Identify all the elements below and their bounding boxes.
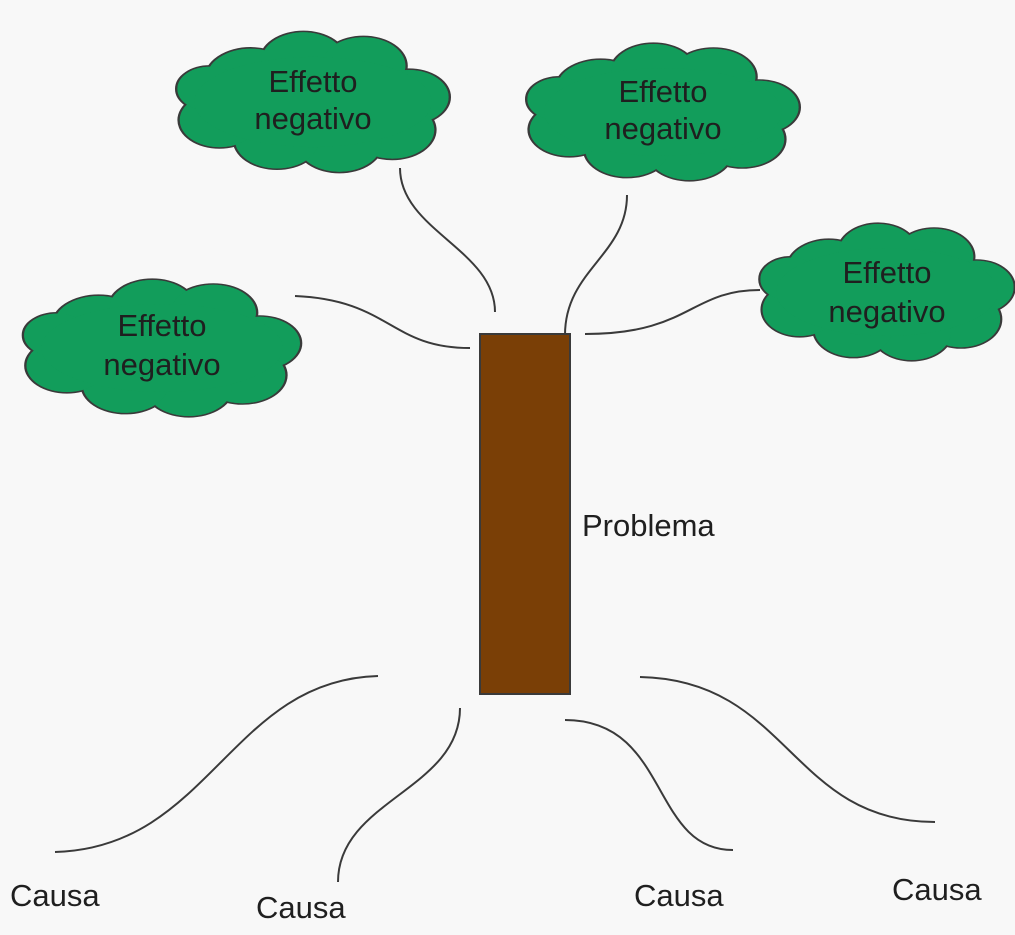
effect-branch-line bbox=[399, 167, 496, 313]
effect-branch-line bbox=[294, 295, 471, 349]
problem-label: Problema bbox=[582, 508, 715, 543]
cause-root-line bbox=[337, 707, 461, 883]
cause-label: Causa bbox=[10, 878, 100, 913]
cause-label: Causa bbox=[634, 878, 724, 913]
effect-cloud: Effetto negativo bbox=[21, 277, 303, 419]
cause-root-line bbox=[54, 675, 379, 853]
effect-cloud: Effetto negativo bbox=[174, 30, 451, 174]
effect-cloud: Effetto negativo bbox=[758, 222, 1015, 362]
effect-branches bbox=[294, 167, 761, 349]
effect-label-line1: Effetto bbox=[618, 74, 707, 109]
cause-label: Causa bbox=[256, 890, 346, 925]
effect-label-line2: negativo bbox=[254, 101, 371, 136]
effect-label-line2: negativo bbox=[604, 111, 721, 146]
effect-label-line1: Effetto bbox=[117, 308, 206, 343]
effect-label-line2: negativo bbox=[103, 347, 220, 382]
cause-root-line bbox=[564, 719, 734, 851]
effect-branch-line bbox=[584, 289, 761, 335]
cause-roots bbox=[54, 675, 936, 883]
effect-branch-line bbox=[564, 194, 628, 336]
effect-label-line2: negativo bbox=[828, 294, 945, 329]
cause-root-line bbox=[639, 676, 936, 823]
effect-label-line1: Effetto bbox=[268, 64, 357, 99]
cause-label: Causa bbox=[892, 872, 982, 907]
effect-cloud: Effetto negativo bbox=[525, 41, 801, 183]
effect-label-line1: Effetto bbox=[842, 255, 931, 290]
problem-trunk bbox=[479, 333, 571, 695]
